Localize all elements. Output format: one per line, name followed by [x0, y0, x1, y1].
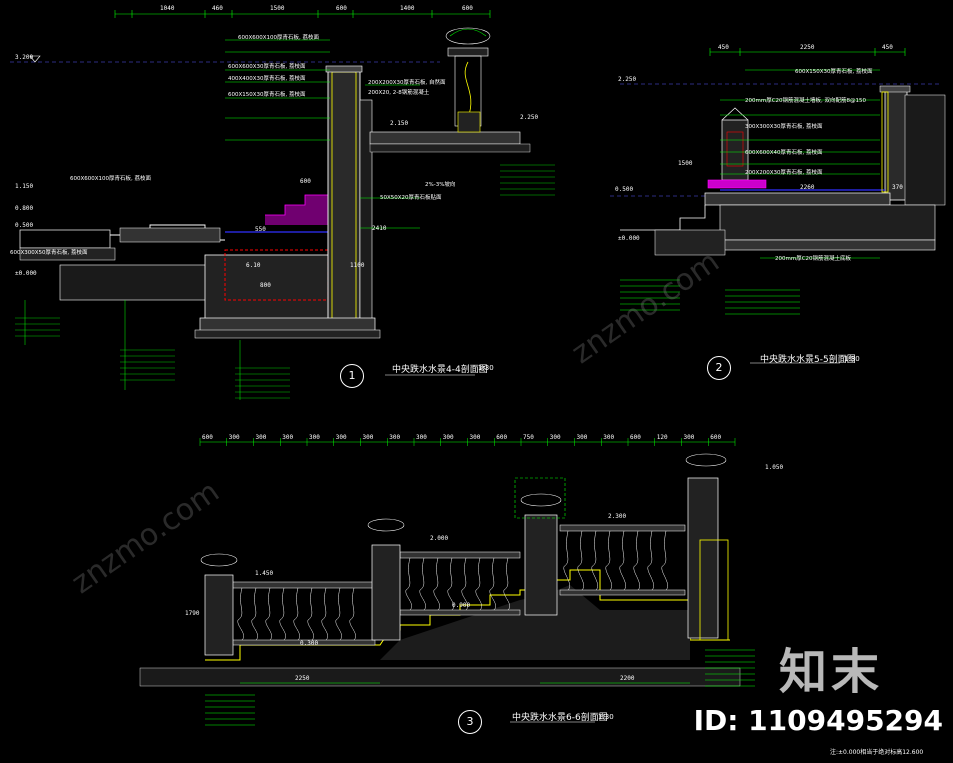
elevation-label: 3.200	[15, 54, 34, 61]
dim-top-2: 460	[212, 5, 223, 12]
note-s2: 200X200X30厚青石板, 荔枝面	[745, 170, 823, 176]
elevation-label: 2.300	[608, 513, 627, 520]
section-1-number: 1	[340, 364, 364, 388]
footer-note: 注:±0.000相当于绝对标高12.600	[830, 749, 924, 756]
elevation-label: 2.150	[390, 120, 409, 127]
note-s1: 200X200X30厚青石板, 自然面	[368, 80, 446, 86]
note-s1: 600X600X100厚青石板, 荔枝面	[70, 176, 152, 182]
dim-s3-top: 300	[442, 434, 454, 441]
dim-s3-top: 300	[362, 434, 374, 441]
elevation-label: 2.250	[618, 76, 637, 83]
note-s2: 200mm厚C20钢筋混凝土墙板, 双向配筋8@150	[745, 98, 867, 104]
dim-top-s2-1: 450	[718, 44, 729, 51]
dim-top-4: 600	[336, 5, 347, 12]
note-s2: 200mm厚C20钢筋混凝土底板	[775, 256, 852, 262]
dim-s3: 1790	[185, 610, 200, 617]
dim-top-1: 1040	[160, 5, 175, 12]
dim-s1: 800	[260, 282, 271, 289]
dim-s3-top: 300	[683, 434, 695, 441]
note-s2: 300X300X30厚青石板, 荔枝面	[745, 124, 823, 130]
elevation-label: 0.500	[615, 186, 634, 193]
elevation-label: 1.150	[15, 183, 34, 190]
elevation-label: 2.000	[430, 535, 449, 542]
section-1-title: 中央跌水水景4-4剖面图	[392, 365, 488, 375]
dim-s3-top: 600	[710, 434, 722, 441]
note-s1: 600X150X30厚青石板, 荔枝面	[228, 92, 306, 98]
dim-top-5: 1400	[400, 5, 415, 12]
watermark-logo: 知末	[778, 644, 883, 700]
dim-s2: 370	[892, 184, 903, 191]
section-2-title: 中央跌水水景5-5剖面图	[760, 355, 856, 365]
dim-s3-top: 300	[389, 434, 401, 441]
note-s1: 50X50X20厚青石板贴面	[380, 195, 442, 201]
dim-s3-top: 600	[202, 434, 213, 441]
dim-top-s2-3: 450	[882, 44, 893, 51]
elevation-label: 0.900	[452, 602, 471, 609]
elevation-label: 1.050	[765, 464, 784, 471]
note-s2: 600X150X30厚青石板, 荔枝面	[795, 69, 873, 75]
note-s1: 200X20, 2-8钢筋混凝土	[368, 90, 430, 96]
note-s1: 400X400X30厚青石板, 荔枝面	[228, 76, 306, 82]
dim-s3-top: 750	[523, 434, 534, 441]
section-3-number: 3	[458, 710, 482, 734]
note-s1: 2%-3%坡向	[425, 182, 456, 188]
section-1-drawing	[10, 10, 555, 400]
dim-s3-top: 600	[630, 434, 641, 441]
dim-s3-top: 300	[603, 434, 615, 441]
dim-s1: 6.10	[246, 262, 261, 269]
dim-s3: 2250	[295, 675, 310, 682]
dim-s3-top: 300	[416, 434, 427, 441]
dim-s3-top: 300	[309, 434, 320, 441]
elevation-label: 1.450	[255, 570, 274, 577]
dim-s3-top: 300	[549, 434, 561, 441]
dim-s1: 600	[300, 178, 311, 185]
elevation-label: ±0.000	[15, 270, 37, 277]
section-2-number: 2	[707, 356, 731, 380]
dim-top-s2-2: 2250	[800, 44, 815, 51]
dim-top-6: 600	[462, 5, 473, 12]
dim-s1: 2410	[372, 225, 387, 232]
section-3-drawing	[139, 438, 755, 726]
dim-s2: 1500	[678, 160, 693, 167]
note-s2: 600X600X40厚青石板, 荔枝面	[745, 150, 823, 156]
dim-s1: 550	[255, 226, 266, 233]
watermark-id: ID: 1109495294	[693, 704, 943, 737]
elevation-label: 0.300	[300, 640, 319, 647]
elevation-label: 0.800	[15, 205, 34, 212]
elevation-label: ±0.000	[618, 235, 640, 242]
section-1-scale: 1:30	[478, 364, 494, 372]
dim-s3-top: 300	[282, 434, 294, 441]
dim-s3-top: 600	[496, 434, 508, 441]
elevation-label: 2.250	[520, 114, 539, 121]
dim-s3-top: 300	[469, 434, 481, 441]
dim-s2: 2260	[800, 184, 815, 191]
dim-top-3: 1500	[270, 5, 285, 12]
dim-s3-top: 300	[576, 434, 588, 441]
note-s1: 600X600X30厚青石板, 荔枝面	[228, 64, 306, 70]
dim-s3-top: 300	[255, 434, 267, 441]
elevation-label: 0.500	[15, 222, 34, 229]
note-s1: 600X600X100厚青石板, 荔枝面	[238, 35, 320, 41]
section-3-title: 中央跌水水景6-6剖面图	[512, 713, 608, 723]
dim-s3-top: 120	[656, 434, 668, 441]
section-3-scale: 1:30	[598, 713, 614, 721]
dim-s3: 2200	[620, 675, 635, 682]
note-s1: 600X300X50厚青石板, 荔枝面	[10, 250, 88, 256]
section-2-scale: 1:30	[844, 355, 860, 363]
dim-s1: 1100	[350, 262, 365, 269]
section-2-drawing	[610, 48, 946, 364]
dim-s3-top: 300	[228, 434, 240, 441]
dim-s3-top: 300	[335, 434, 347, 441]
